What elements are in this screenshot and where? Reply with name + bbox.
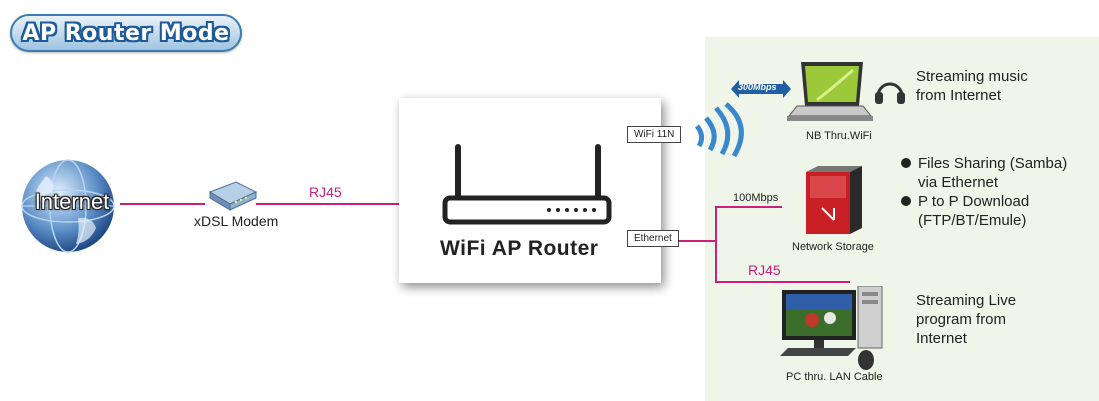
storage-icon	[806, 166, 862, 234]
storage-feature-2-line2: (FTP/BT/Emule)	[918, 212, 1027, 229]
notebook-feature: Streaming music from Internet	[916, 67, 1028, 105]
wifi-port-label: WiFi 11N	[627, 126, 682, 143]
notebook-label: NB Thru.WiFi	[806, 130, 872, 142]
desktop-pc-icon	[780, 286, 883, 370]
pc-feature-line1: Streaming Live	[916, 292, 1017, 309]
storage-label: Network Storage	[792, 241, 874, 253]
notebook-feature-line2: from Internet	[916, 87, 1002, 104]
storage-feature-2: P to P Download (FTP/BT/Emule)	[901, 192, 1067, 230]
bullet-icon	[901, 158, 911, 168]
modem-icon	[208, 181, 258, 211]
headphones-icon	[875, 82, 905, 104]
pc-feature-line3: Internet	[916, 330, 967, 347]
storage-feature-1-line1: Files Sharing (Samba)	[918, 155, 1068, 172]
router-card	[399, 98, 661, 283]
lan-cable-label: RJ45	[748, 262, 781, 278]
pc-feature: Streaming Live program from Internet	[916, 291, 1016, 348]
globe-icon	[21, 159, 115, 253]
laptop-icon	[787, 62, 873, 121]
storage-features: Files Sharing (Samba) via Ethernet P to …	[901, 154, 1067, 230]
wifi-speed-label: 300Mbps	[738, 82, 777, 92]
storage-feature-2-line1: P to P Download	[918, 193, 1030, 210]
bullet-icon	[901, 196, 911, 206]
wan-cable-label: RJ45	[309, 184, 342, 200]
ethernet-port-label: Ethernet	[627, 230, 679, 247]
modem-label: xDSL Modem	[194, 213, 279, 229]
router-pc-cable	[715, 241, 850, 283]
router-label: WiFi AP Router	[440, 237, 599, 260]
router-icon	[442, 144, 612, 225]
storage-feature-1-line2: via Ethernet	[918, 174, 999, 191]
storage-feature-1: Files Sharing (Samba) via Ethernet	[901, 154, 1067, 192]
pc-feature-line2: program from	[916, 311, 1007, 328]
wifi-signal-icon	[694, 102, 744, 158]
speed-arrow-icon	[731, 80, 791, 98]
router-lan-cable	[679, 206, 782, 242]
storage-speed-label: 100Mbps	[733, 192, 779, 204]
title-badge: AP Router Mode	[10, 14, 242, 52]
page-title: AP Router Mode	[22, 20, 230, 46]
pc-label: PC thru. LAN Cable	[786, 371, 883, 383]
notebook-feature-line1: Streaming music	[916, 68, 1028, 85]
internet-label: Internet	[34, 189, 110, 214]
